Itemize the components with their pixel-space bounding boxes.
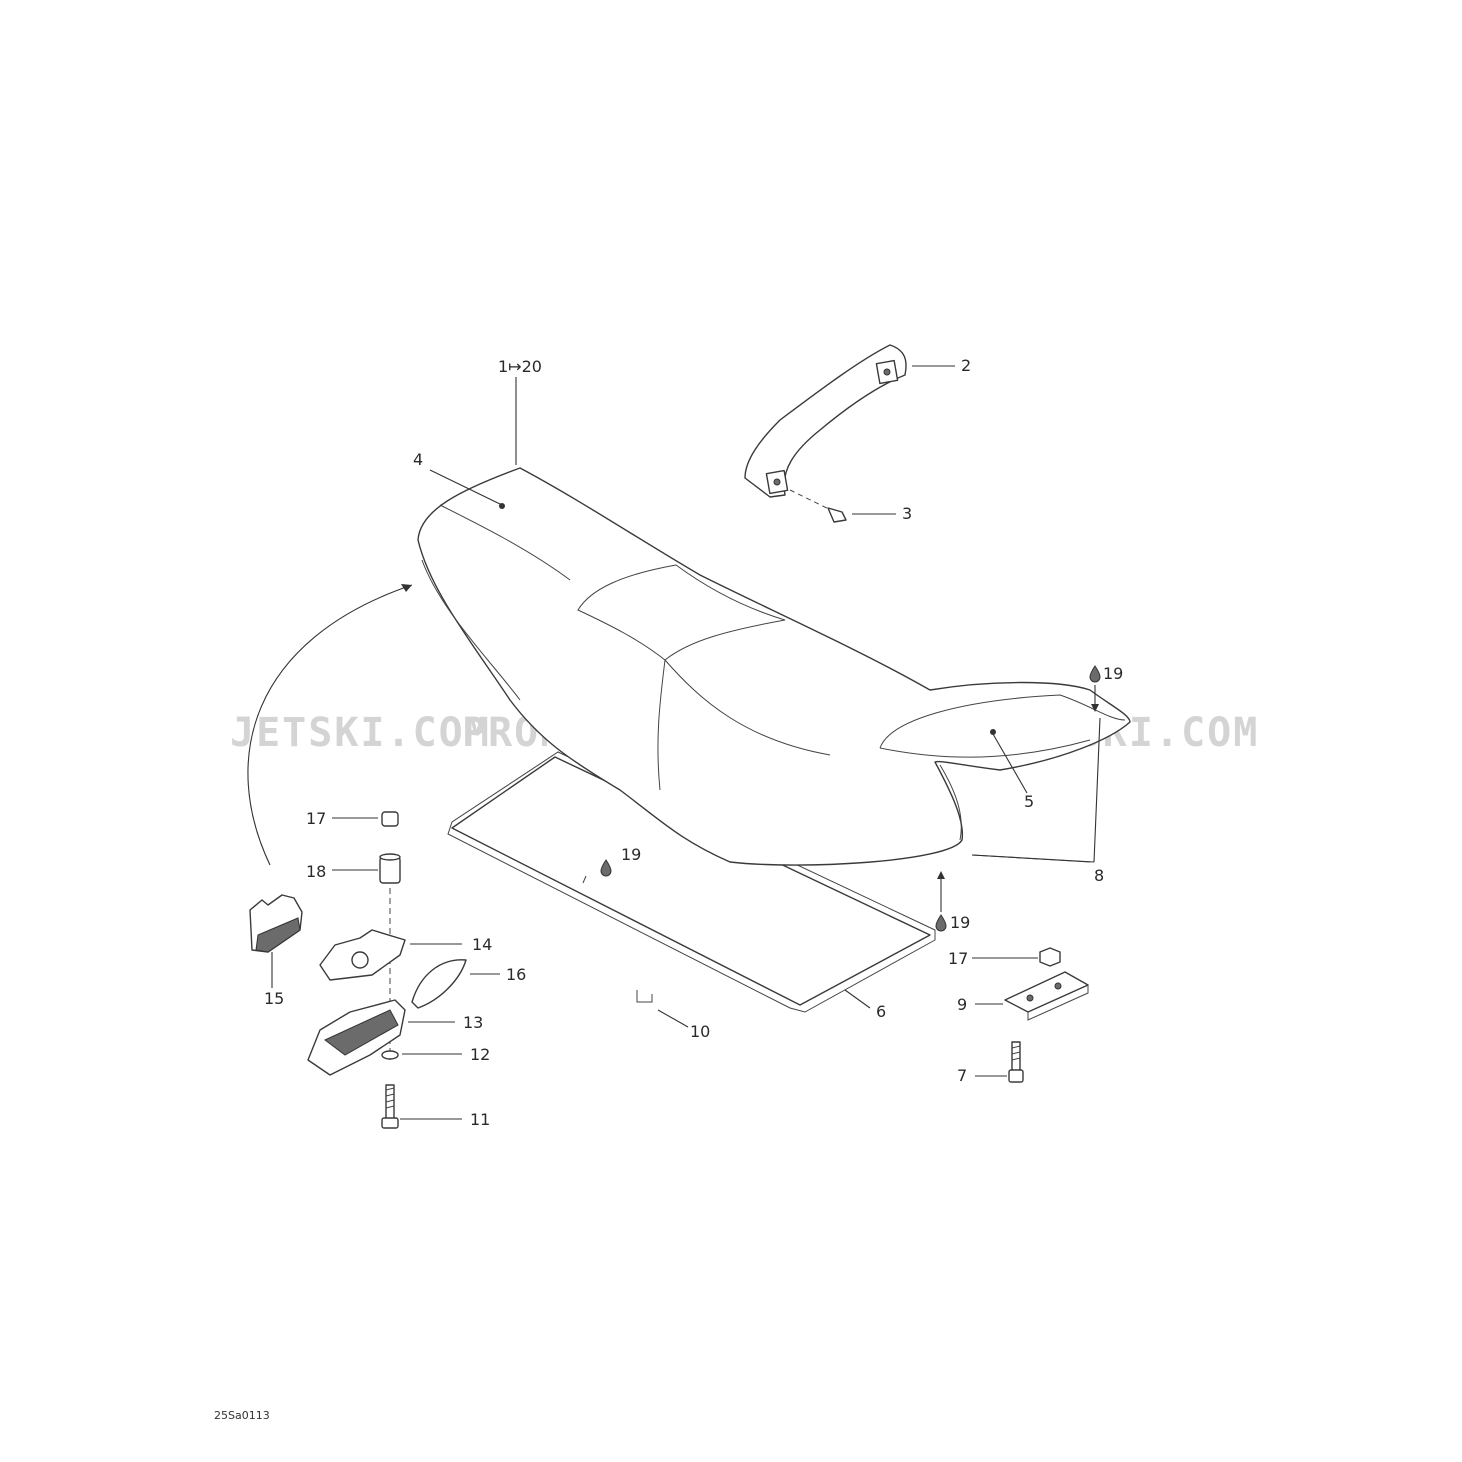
callout-16: 16 <box>506 965 526 984</box>
bolt-11 <box>381 1084 399 1129</box>
callout-2: 2 <box>961 356 971 375</box>
item-10-marker <box>636 990 653 1003</box>
callout-3: 3 <box>902 504 912 523</box>
nut-17-right <box>1039 947 1061 967</box>
callout-17-right: 17 <box>948 949 968 968</box>
strap-16 <box>411 959 467 1009</box>
callout-1-20: 1↦20 <box>498 357 542 376</box>
callout-9: 9 <box>957 995 967 1014</box>
callout-10: 10 <box>690 1022 710 1041</box>
drop-icon <box>600 859 612 877</box>
leader-lines <box>271 365 1101 1120</box>
marker-4 <box>499 503 505 509</box>
bolt-3 <box>789 489 847 523</box>
callout-11: 11 <box>470 1110 490 1129</box>
callout-6: 6 <box>876 1002 886 1021</box>
seat <box>417 467 1131 866</box>
marker-5 <box>990 729 996 735</box>
callout-13: 13 <box>463 1013 483 1032</box>
callout-12: 12 <box>470 1045 490 1064</box>
callouts: 1↦20 2 3 4 5 6 7 8 9 10 11 12 13 14 15 1… <box>264 356 1123 1129</box>
drop-icon <box>935 914 947 932</box>
drop-icon <box>1089 665 1101 683</box>
washer-12 <box>381 1050 399 1060</box>
watermark-text-1: JETSKI.COM <box>230 710 491 756</box>
bolt-7 <box>1008 1041 1024 1083</box>
bracket-9 <box>1004 971 1089 1021</box>
callout-15: 15 <box>264 989 284 1008</box>
grab-handle <box>744 344 907 498</box>
latch-plate-14 <box>319 929 406 981</box>
location-arrow-head <box>401 584 412 592</box>
callout-4: 4 <box>413 450 423 469</box>
callout-5: 5 <box>1024 792 1034 811</box>
latch-base-13 <box>307 999 406 1076</box>
callout-19-top: 19 <box>1103 664 1123 683</box>
seat-frame <box>447 751 936 1013</box>
callout-18: 18 <box>306 862 326 881</box>
seat-latch <box>249 894 303 953</box>
nut-17-left <box>381 811 399 827</box>
callout-17-left: 17 <box>306 809 326 828</box>
callout-19-middle: 19 <box>621 845 641 864</box>
callout-19-bottom: 19 <box>950 913 970 932</box>
location-arrow <box>247 584 413 866</box>
callout-7: 7 <box>957 1066 967 1085</box>
callout-14: 14 <box>472 935 492 954</box>
drawing-code: 25Sa0113 <box>214 1409 270 1422</box>
callout-8: 8 <box>1094 866 1104 885</box>
spacer-18 <box>379 853 401 884</box>
